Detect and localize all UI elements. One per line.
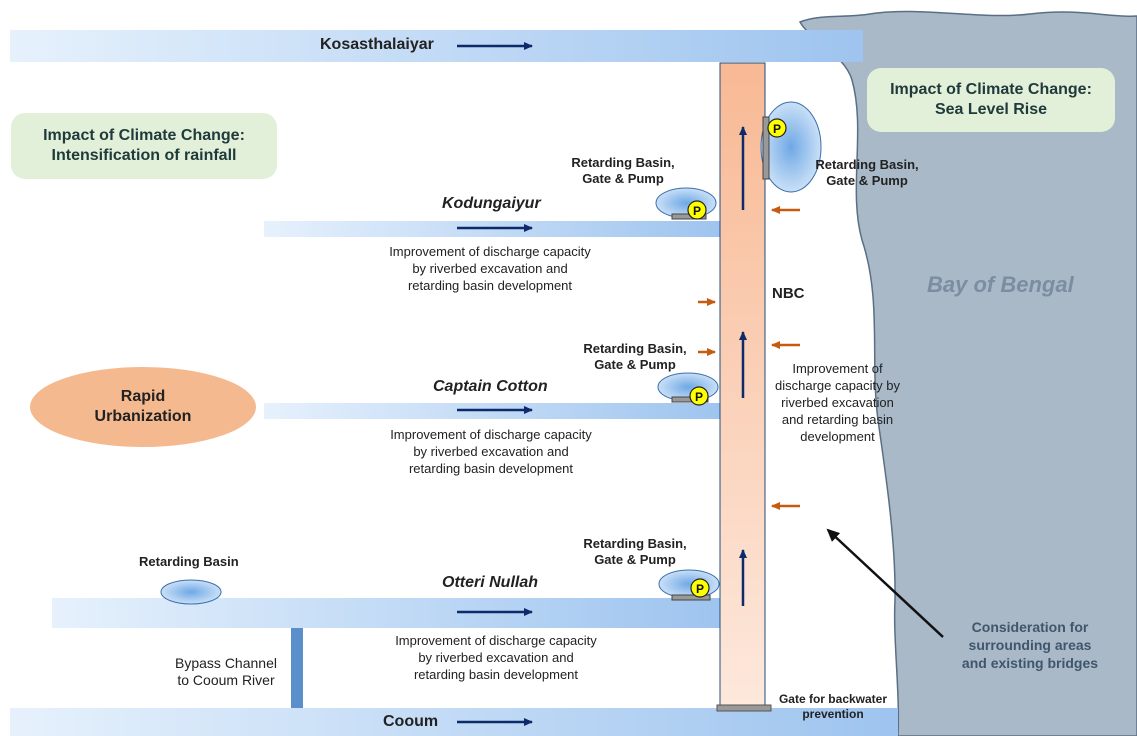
captain-cotton-label: Captain Cotton (433, 378, 548, 395)
consideration-line1: Consideration for (971, 619, 1089, 635)
retarding-basin-standalone (160, 579, 222, 605)
kodungaiyur-label: Kodungaiyur (442, 195, 541, 212)
basin-gate-pump-line2: Gate & Pump (582, 171, 664, 186)
improvement-note-captain-cotton: Improvement of discharge capacity by riv… (366, 426, 616, 477)
nbc-label: NBC (772, 285, 805, 302)
improvement-line1: Improvement of discharge capacity (395, 633, 597, 648)
svg-text:P: P (696, 582, 704, 596)
gate-backwater-line2: prevention (802, 707, 864, 721)
kosasthalaiyar-channel (10, 30, 863, 62)
improvement-line2: by riverbed excavation and (413, 444, 569, 459)
improvement-nbc-line1: Improvement of (792, 361, 883, 376)
consideration-line3: and existing bridges (961, 655, 1099, 671)
urbanization-text: Rapid Urbanization (30, 367, 256, 447)
urbanization-line2: Urbanization (94, 408, 192, 425)
improvement-line2: by riverbed excavation and (418, 650, 574, 665)
improvement-line3: retarding basin development (408, 461, 574, 476)
urbanization-ellipse (30, 367, 256, 447)
improvement-line3: retarding basin development (413, 667, 579, 682)
otteri-nullah-channel (52, 598, 723, 628)
basin-gate-pump-label-otteri: Retarding Basin, Gate & Pump (578, 536, 692, 568)
basin-gate-pump-line1: Retarding Basin, (815, 157, 919, 172)
basin-gate-pump-line1: Retarding Basin, (583, 536, 687, 551)
basin-gate-pump-line1: Retarding Basin, (583, 341, 687, 356)
basin-gate-pump-label-nbc: Retarding Basin, Gate & Pump (812, 157, 922, 189)
pump-icon (689, 386, 709, 406)
bypass-line2: to Cooum River (177, 672, 275, 688)
backwater-gate (716, 704, 772, 712)
improvement-line1: Improvement of discharge capacity (389, 244, 591, 259)
basin-gate-pump-line1: Retarding Basin, (571, 155, 675, 170)
bay-of-bengal-sea (798, 10, 1137, 736)
climate-sea-box (867, 68, 1115, 132)
basin-gate-pump-label-kodungaiyur: Retarding Basin, Gate & Pump (568, 155, 678, 187)
kosasthalaiyar-label: Kosasthalaiyar (320, 36, 434, 53)
improvement-nbc-line2: discharge capacity by (774, 378, 900, 393)
consideration-line2: surrounding areas (968, 637, 1092, 653)
svg-text:P: P (693, 204, 701, 218)
cooum-channel (10, 708, 898, 736)
basin-gate-pump-line2: Gate & Pump (594, 357, 676, 372)
improvement-line1: Improvement of discharge capacity (390, 427, 592, 442)
urbanization-line1: Rapid (120, 388, 166, 405)
basin-gate-pump-line2: Gate & Pump (594, 552, 676, 567)
improvement-note-nbc: Improvement of discharge capacity by riv… (760, 360, 915, 445)
climate-sea-text: Impact of Climate Change: Sea Level Rise (867, 68, 1115, 132)
improvement-note-kodungaiyur: Improvement of discharge capacity by riv… (365, 243, 615, 294)
climate-rain-text: Impact of Climate Change: Intensificatio… (11, 113, 277, 179)
otteri-gate (671, 594, 711, 601)
bypass-line1: Bypass Channel (175, 655, 277, 671)
gate-backwater-label: Gate for backwater prevention (762, 692, 904, 722)
climate-sea-line1: Impact of Climate Change: (890, 81, 1092, 98)
improvement-line2: by riverbed excavation and (412, 261, 568, 276)
basin-gate-pump-line2: Gate & Pump (826, 173, 908, 188)
climate-sea-line2: Sea Level Rise (934, 101, 1048, 118)
otteri-nullah-label: Otteri Nullah (442, 574, 539, 591)
cooum-label: Cooum (383, 713, 439, 730)
pump-icon (767, 118, 787, 138)
gate-backwater-line1: Gate for backwater (778, 692, 888, 706)
pump-icon (687, 200, 707, 220)
svg-text:P: P (773, 122, 781, 136)
improvement-note-otteri: Improvement of discharge capacity by riv… (371, 632, 621, 683)
retarding-basin-label: Retarding Basin (139, 554, 239, 569)
svg-text:P: P (695, 390, 703, 404)
nbc-gate (762, 116, 770, 180)
climate-rain-box (11, 113, 277, 179)
bypass-channel-label: Bypass Channel to Cooum River (166, 655, 286, 689)
improvement-line3: retarding basin development (407, 278, 573, 293)
bay-of-bengal-label: Bay of Bengal (927, 272, 1074, 297)
bypass-channel (291, 628, 303, 708)
improvement-nbc-line5: development (800, 429, 875, 444)
consideration-arrow-icon (826, 528, 944, 638)
pump-icon (690, 578, 710, 598)
otteri-basin (658, 569, 720, 599)
climate-rain-line2: Intensification of rainfall (51, 147, 237, 164)
climate-rain-line1: Impact of Climate Change: (43, 127, 245, 144)
improvement-nbc-line3: riverbed excavation (781, 395, 894, 410)
consideration-note: Consideration for surrounding areas and … (935, 618, 1125, 672)
basin-gate-pump-label-captain-cotton: Retarding Basin, Gate & Pump (578, 341, 692, 373)
improvement-nbc-line4: and retarding basin (781, 412, 894, 427)
